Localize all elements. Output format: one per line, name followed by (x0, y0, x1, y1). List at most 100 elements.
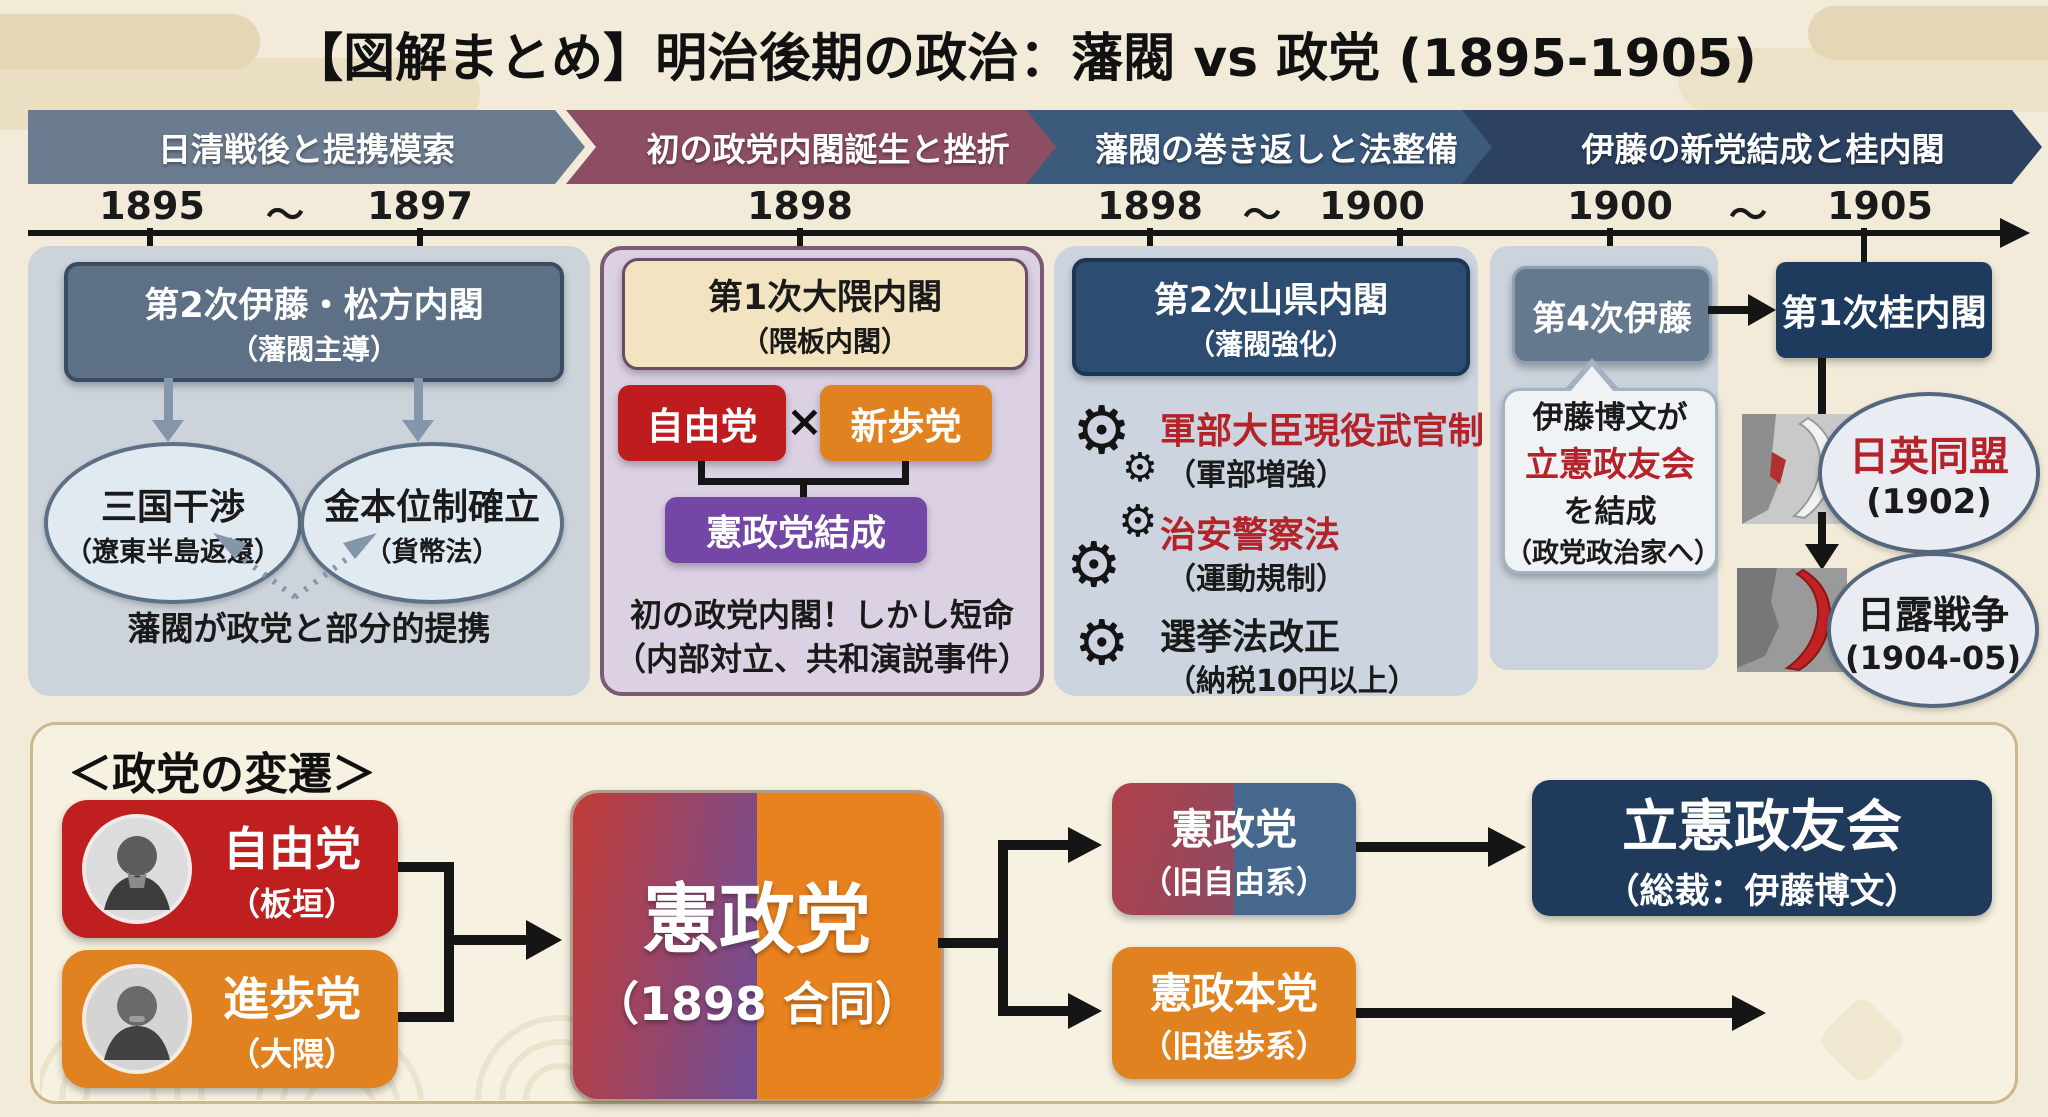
event-subtitle: （貨幣法） (364, 536, 500, 568)
arrowhead-icon (1068, 993, 1102, 1029)
phase-banner-label: 藩閥の巻き返しと法整備 (1095, 130, 1458, 169)
timeline-tick (1861, 228, 1867, 266)
cabinet-subtitle: （隈板内閣） (740, 324, 909, 358)
cabinet-title: 第1次大隈内閣 (707, 277, 943, 318)
arrowhead-icon (1488, 827, 1526, 867)
old-liberal-red-half (1112, 783, 1234, 915)
dotted-v-arrows (213, 533, 377, 600)
phase-banner-label: 初の政党内閣誕生と挫折 (646, 130, 1010, 169)
phase-banner-4: 伊藤の新党結成と桂内閣 (1462, 110, 2042, 184)
down-arrowhead-icon (402, 420, 434, 442)
lineage-connector (444, 935, 530, 945)
year-label: 1895 (99, 184, 205, 228)
party-sub: （旧進歩系） (1141, 1029, 1327, 1065)
arrowhead-icon (1805, 544, 1839, 570)
phase-banner-label: 日清戦後と提携模索 (158, 130, 455, 169)
phase2-note-line1: 初の政党内閣！しかし短命 (629, 596, 1014, 634)
law-subtitle: （軍部増強） (1166, 458, 1346, 493)
arrowhead-icon (1068, 827, 1102, 863)
merge-label: 憲政党結成 (705, 513, 886, 554)
merge-connector (902, 461, 909, 483)
ito-to-katsura-arrow (1708, 306, 1754, 314)
lineage-connector (398, 1012, 454, 1022)
old-liberal-blue-half (1234, 783, 1356, 915)
alliance-to-war-arrow (1818, 512, 1826, 548)
lineage-connector (1356, 1008, 1736, 1018)
merge-connector (698, 461, 705, 483)
timeline-arrowhead-icon (2000, 218, 2030, 248)
page-title: 【図解まとめ】明治後期の政治：藩閥 vs 政党 (1895-1905) (291, 29, 1757, 89)
merge-connector (800, 478, 807, 500)
lineage-connector (998, 840, 1072, 850)
tilde: 〜 (265, 193, 305, 237)
event-title: 三国干渉 (100, 486, 245, 528)
year-label: 1897 (367, 184, 473, 228)
event-title: 日英同盟 (1849, 434, 2009, 480)
russo-japanese-war-ellipse: 日露戦争 (1904-05) (1827, 552, 2039, 708)
down-arrowhead-icon (152, 420, 184, 442)
lineage-connector (398, 862, 454, 872)
yamagata-cabinet-box: 第2次山県内閣 （藩閥強化） (1072, 258, 1470, 376)
party-sub: （1898 合同） (592, 977, 922, 1031)
gear-icon: ⚙ (1072, 392, 1132, 469)
bubble-text: 伊藤博文が (1532, 400, 1688, 436)
party-name: 自由党 (223, 822, 361, 876)
law-title: 軍部大臣現役武官制 (1160, 411, 1485, 452)
phase-banner-3: 藩閥の巻き返しと法整備 (1026, 110, 1505, 184)
kenseito-red-half (573, 793, 757, 1099)
bubble-text: （政党政治家へ） (1505, 538, 1721, 569)
down-arrow (414, 378, 423, 424)
cross-mark: × (786, 396, 823, 447)
cloud-decoration (1678, 48, 2048, 112)
cabinet-subtitle: （藩閥強化） (1186, 327, 1355, 361)
event-year: (1902) (1866, 482, 1992, 522)
arrowhead-icon (526, 920, 562, 960)
ito-seiyukai-bubble: 伊藤博文が 立憲政友会 を結成 （政党政治家へ） (1502, 388, 1721, 574)
event-title: 日露戦争 (1856, 592, 2009, 637)
year-label: 1905 (1827, 184, 1933, 228)
kensei-honto-box: 憲政本党 （旧進歩系） (1112, 947, 1356, 1079)
ito-matsukata-cabinet-box: 第2次伊藤・松方内閣 （藩閥主導） (64, 262, 564, 382)
ito4-cabinet-box: 第4次伊藤 (1512, 266, 1712, 364)
cabinet-title: 第4次伊藤 (1532, 298, 1692, 339)
law-subtitle: （運動規制） (1166, 562, 1346, 597)
tilde: 〜 (1728, 193, 1768, 237)
gear-icon: ⚙ (1122, 445, 1158, 491)
party-name: 立憲政友会 (1622, 795, 1902, 860)
year-label: 1898 (747, 184, 853, 228)
itagaki-portrait (82, 814, 192, 924)
katsura-down-line (1818, 358, 1826, 420)
cabinet-subtitle: （藩閥主導） (229, 332, 398, 366)
party-name: 憲政本党 (1149, 969, 1318, 1018)
cabinet-title: 第1次桂内閣 (1781, 293, 1987, 334)
cloud-decoration (1808, 6, 2048, 60)
rikken-seiyukai-box: 立憲政友会 （総裁：伊藤博文） (1532, 780, 1992, 916)
tilde: 〜 (1242, 193, 1282, 237)
kenseito-orange-half (757, 793, 941, 1099)
anglo-japanese-alliance-ellipse: 日英同盟 (1902) (1818, 392, 2040, 554)
bubble-text-accent: 立憲政友会 (1525, 445, 1695, 485)
phase1-note: 藩閥が政党と部分的提携 (127, 609, 491, 648)
lineage-connector (998, 840, 1008, 1012)
law-subtitle: （納税10円以上） (1166, 664, 1418, 699)
gear-icon: ⚙ (1118, 496, 1158, 547)
shimpoto-box: 新歩党 (820, 385, 992, 461)
party-name: 憲政党 (643, 875, 871, 964)
event-year: (1904-05) (1844, 638, 2022, 677)
jiyuto-box: 自由党 (618, 385, 786, 461)
party-sub: （総裁：伊藤博文） (1604, 872, 1920, 912)
lineage-connector (938, 938, 1008, 948)
kenseito-formation-box: 憲政党結成 (665, 497, 927, 563)
party-name: 憲政党 (1170, 805, 1297, 854)
cabinet-title: 第2次伊藤・松方内閣 (144, 285, 484, 326)
arrowhead-icon (1748, 294, 1776, 326)
bubble-pointer-icon (1570, 366, 1614, 392)
year-label: 1900 (1567, 184, 1673, 228)
phase2-note-line2: （内部対立、共和演説事件） (613, 640, 1030, 678)
phase-banner-1: 日清戦後と提携模索 (28, 110, 585, 184)
gold-standard-ellipse: 金本位制確立 （貨幣法） (300, 442, 564, 604)
timeline-axis (28, 230, 2006, 236)
kenseito-old-liberal-box: 憲政党 （旧自由系） (1112, 783, 1356, 915)
party-leader: （大隈） (227, 1035, 356, 1073)
